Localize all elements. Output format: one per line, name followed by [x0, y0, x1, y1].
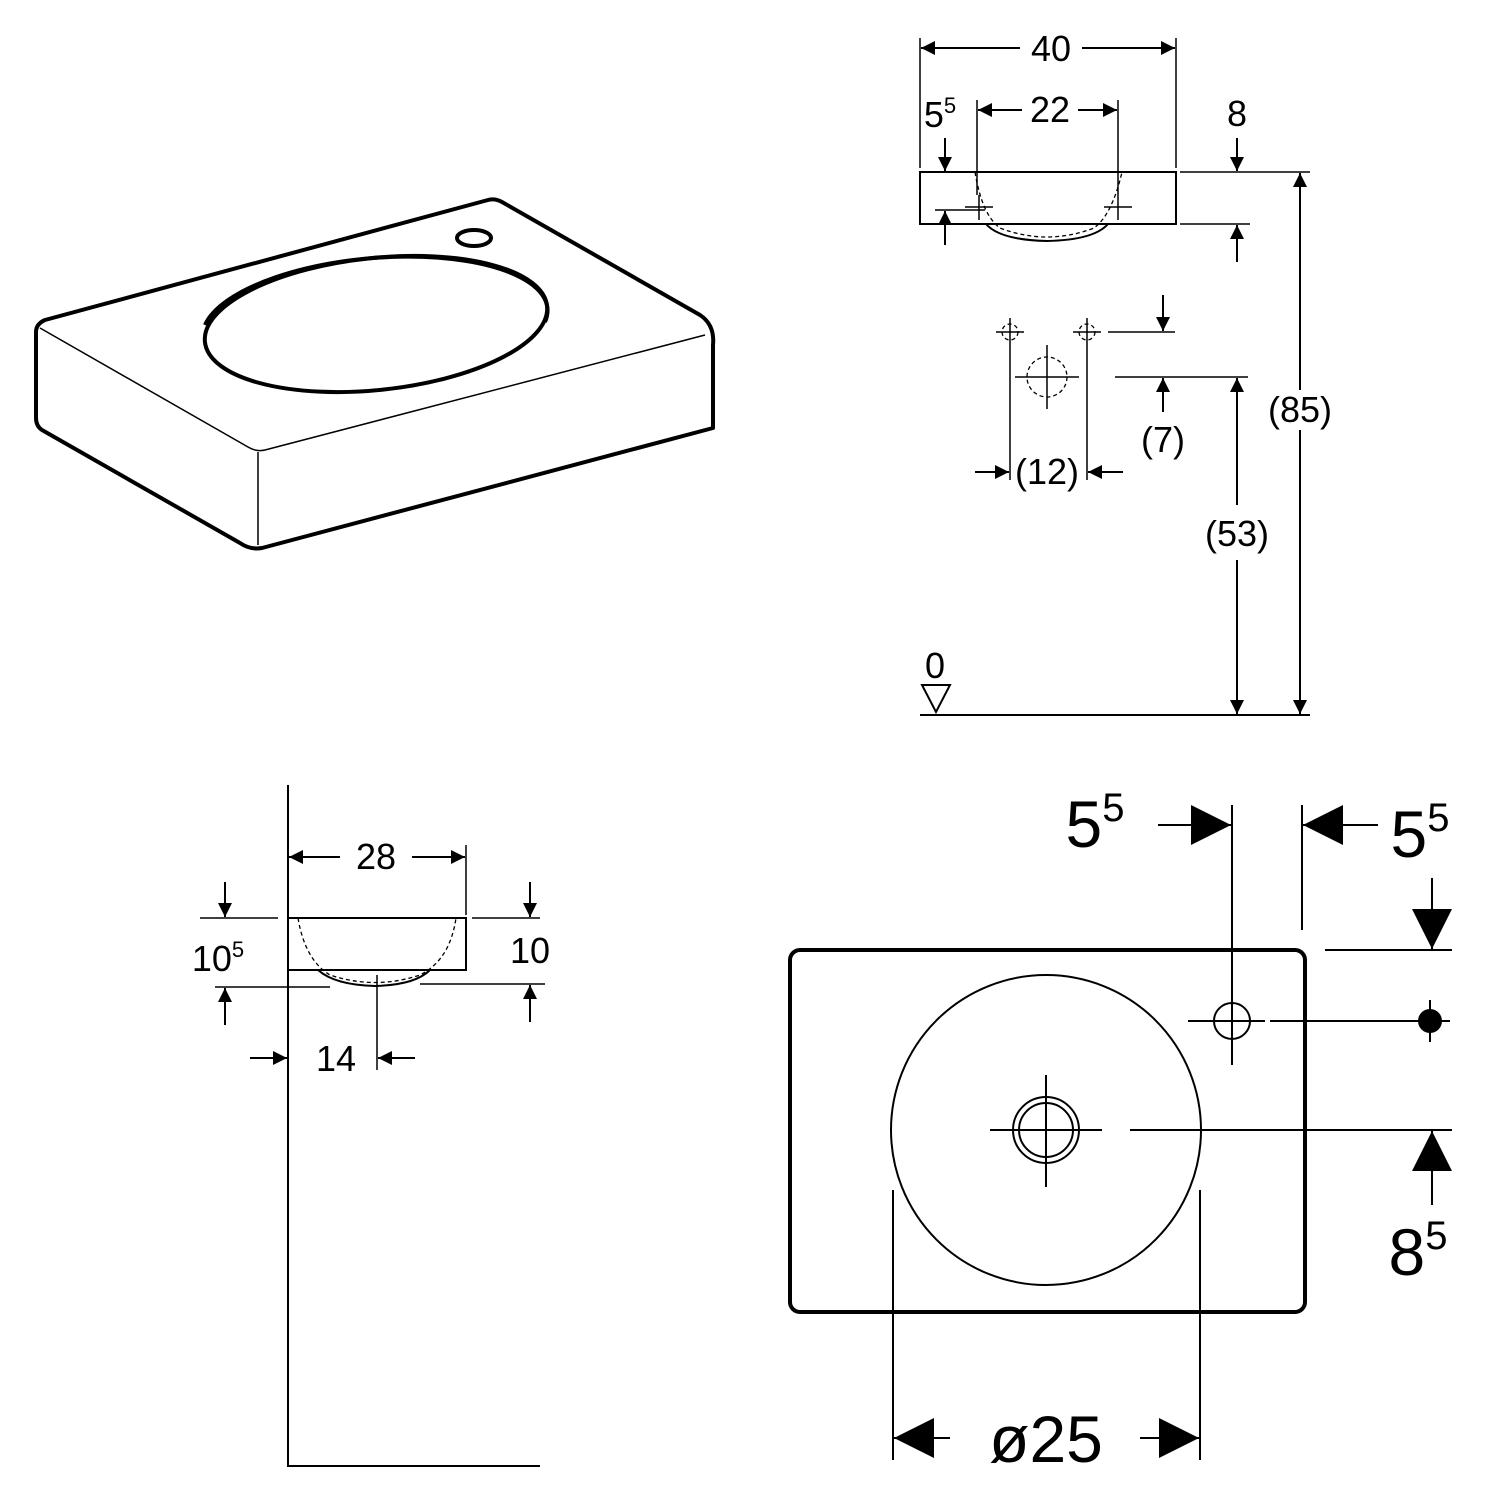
side-view: 28 105 10 14: [192, 785, 550, 1467]
dim-drain-offset: 85: [1389, 1214, 1448, 1289]
dim-tap-offset-left: 55: [1066, 786, 1125, 861]
dim-thickness-8: 8: [1227, 93, 1247, 134]
dim-total-height-85: (85): [1268, 389, 1332, 430]
dim-width-40: 40: [1031, 28, 1071, 69]
dim-bowl-offset-14: 14: [316, 1038, 356, 1079]
dim-edge-offset: 55: [924, 93, 956, 135]
floor-level-0: 0: [925, 645, 945, 686]
floor-level-marker: [920, 684, 952, 715]
plan-view: 55 55 85 ø25: [788, 786, 1452, 1476]
dim-bowl-22: 22: [1030, 89, 1070, 130]
dim-tap-offset-right: 55: [1391, 796, 1450, 871]
front-view: 40 22 55 8 (85) (53) 0 (12): [919, 28, 1332, 716]
isometric-view: [34, 197, 716, 551]
fixing-points: [996, 318, 1101, 480]
dim-left-height: 105: [192, 937, 244, 979]
dim-outlet-height-53: (53): [1205, 513, 1269, 554]
dim-fixing-spacing-12: (12): [1015, 451, 1079, 492]
dim-outlet-offset-7: (7): [1141, 419, 1185, 460]
dim-bowl-diameter: ø25: [989, 1402, 1103, 1476]
dim-right-height-10: 10: [510, 930, 550, 971]
dim-depth-28: 28: [356, 836, 396, 877]
